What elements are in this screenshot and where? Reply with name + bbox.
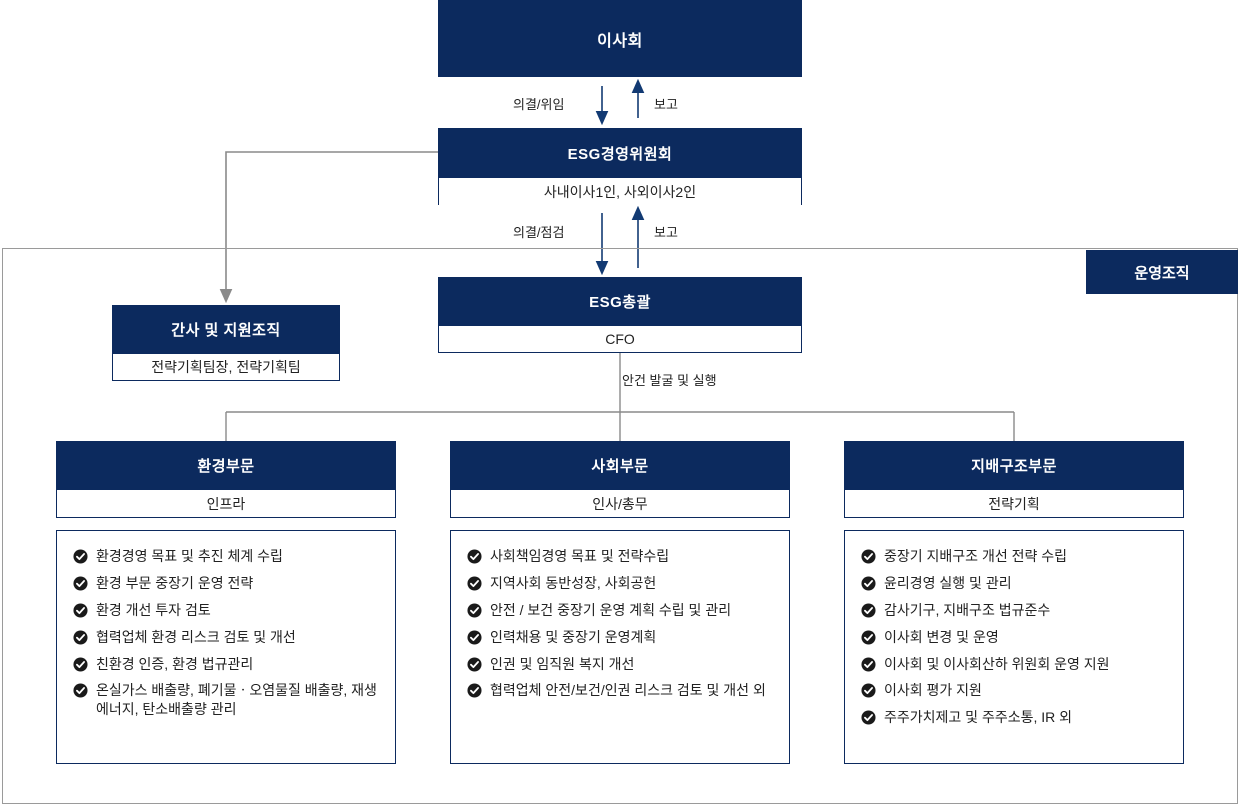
list-item-label: 윤리경영 실행 및 관리 xyxy=(884,574,1012,591)
support-title: 간사 및 지원조직 xyxy=(113,306,339,353)
list-item: 사회책임경영 목표 및 전략수립 xyxy=(467,547,775,566)
check-circle-icon xyxy=(861,630,876,645)
list-item: 환경경영 목표 및 추진 체계 수립 xyxy=(73,547,381,566)
list-item-label: 중장기 지배구조 개선 전략 수립 xyxy=(884,548,1067,564)
list-item-label: 이사회 평가 지원 xyxy=(884,682,982,699)
list-item-label: 협력업체 환경 리스크 검토 및 개선 xyxy=(96,628,296,645)
list-item: 환경 부문 중장기 운영 전략 xyxy=(73,574,381,593)
check-circle-icon xyxy=(467,576,482,591)
check-circle-icon xyxy=(73,630,88,645)
list-item: 친환경 인증, 환경 법규관리 xyxy=(73,655,381,674)
check-circle-icon xyxy=(861,683,876,698)
list-item-label: 환경 부문 중장기 운영 전략 xyxy=(96,574,254,591)
pillar-social-subtitle: 인사/총무 xyxy=(451,489,789,517)
check-circle-icon xyxy=(73,603,88,618)
check-circle-icon xyxy=(861,603,876,618)
check-circle-icon xyxy=(861,710,876,725)
pillar-social-title: 사회부문 xyxy=(451,442,789,489)
list-item-label: 인력채용 및 중장기 운영계획 xyxy=(490,628,657,645)
list-item: 환경 개선 투자 검토 xyxy=(73,601,381,620)
node-board-of-directors: 이사회 xyxy=(438,0,802,77)
list-item: 온실가스 배출량, 폐기물ㆍ오염물질 배출량, 재생에너지, 탄소배출량 관리 xyxy=(73,681,381,719)
check-circle-icon xyxy=(861,576,876,591)
edge-label-board-down: 의결/위임 xyxy=(513,97,565,112)
check-circle-icon xyxy=(861,549,876,564)
pillar-environment-title: 환경부문 xyxy=(57,442,395,489)
list-item: 윤리경영 실행 및 관리 xyxy=(861,574,1169,593)
list-item-label: 환경 개선 투자 검토 xyxy=(96,601,211,618)
esg-chief-title: ESG총괄 xyxy=(439,278,801,325)
check-circle-icon xyxy=(73,683,88,698)
list-item-label: 이사회 변경 및 운영 xyxy=(884,628,999,645)
list-item: 협력업체 환경 리스크 검토 및 개선 xyxy=(73,628,381,647)
node-pillar-social: 사회부문 인사/총무 xyxy=(450,441,790,518)
pillar-environment-subtitle: 인프라 xyxy=(57,489,395,517)
node-esg-committee: ESG경영위원회 사내이사1인, 사외이사2인 xyxy=(438,128,802,205)
check-circle-icon xyxy=(467,683,482,698)
check-circle-icon xyxy=(467,603,482,618)
operating-organization-frame xyxy=(2,248,1238,804)
board-title: 이사회 xyxy=(438,0,802,77)
list-item: 안전 / 보건 중장기 운영 계획 수립 및 관리 xyxy=(467,601,775,620)
list-item: 협력업체 안전/보건/인권 리스크 검토 및 개선 외 xyxy=(467,681,775,700)
edge-label-committee-down: 의결/점검 xyxy=(513,225,565,240)
esg-chief-subtitle: CFO xyxy=(439,325,801,352)
list-item-label: 주주가치제고 및 주주소통, IR 외 xyxy=(884,709,1073,726)
list-item: 이사회 및 이사회산하 위원회 운영 지원 xyxy=(861,655,1169,674)
check-circle-icon xyxy=(467,630,482,645)
pillar-governance-subtitle: 전략기획 xyxy=(845,489,1183,517)
operating-organization-label: 운영조직 xyxy=(1086,250,1238,294)
list-item: 이사회 평가 지원 xyxy=(861,681,1169,700)
list-item-label: 인권 및 임직원 복지 개선 xyxy=(490,655,635,672)
list-item: 감사기구, 지배구조 법규준수 xyxy=(861,601,1169,620)
pillar-governance-title: 지배구조부문 xyxy=(845,442,1183,489)
list-item-label: 온실가스 배출량, 폐기물ㆍ오염물질 배출량, 재생에너지, 탄소배출량 관리 xyxy=(96,682,377,718)
list-item-label: 사회책임경영 목표 및 전략수립 xyxy=(490,548,670,564)
list-item: 이사회 변경 및 운영 xyxy=(861,628,1169,647)
check-circle-icon xyxy=(861,657,876,672)
list-item-label: 환경경영 목표 및 추진 체계 수립 xyxy=(96,548,283,564)
list-item: 지역사회 동반성장, 사회공헌 xyxy=(467,574,775,593)
node-pillar-environment: 환경부문 인프라 xyxy=(56,441,396,518)
list-item-label: 이사회 및 이사회산하 위원회 운영 지원 xyxy=(884,655,1110,672)
check-circle-icon xyxy=(73,657,88,672)
edge-label-chief-down: 안건 발굴 및 실행 xyxy=(622,373,717,388)
list-item: 주주가치제고 및 주주소통, IR 외 xyxy=(861,708,1169,727)
list-item: 중장기 지배구조 개선 전략 수립 xyxy=(861,547,1169,566)
node-pillar-governance: 지배구조부문 전략기획 xyxy=(844,441,1184,518)
node-esg-chief: ESG총괄 CFO xyxy=(438,277,802,353)
support-subtitle: 전략기획팀장, 전략기획팀 xyxy=(113,353,339,380)
esg-committee-subtitle: 사내이사1인, 사외이사2인 xyxy=(439,177,801,205)
esg-committee-title: ESG경영위원회 xyxy=(439,129,801,177)
list-item-label: 안전 / 보건 중장기 운영 계획 수립 및 관리 xyxy=(490,601,732,618)
edge-label-board-up: 보고 xyxy=(654,97,678,112)
node-support-organization: 간사 및 지원조직 전략기획팀장, 전략기획팀 xyxy=(112,305,340,381)
edge-label-committee-up: 보고 xyxy=(654,225,678,240)
list-item-label: 감사기구, 지배구조 법규준수 xyxy=(884,601,1051,618)
list-item-label: 친환경 인증, 환경 법규관리 xyxy=(96,655,254,672)
check-circle-icon xyxy=(73,576,88,591)
check-circle-icon xyxy=(73,549,88,564)
list-item: 인권 및 임직원 복지 개선 xyxy=(467,655,775,674)
list-item: 인력채용 및 중장기 운영계획 xyxy=(467,628,775,647)
list-item-label: 협력업체 안전/보건/인권 리스크 검토 및 개선 외 xyxy=(490,682,766,699)
check-circle-icon xyxy=(467,657,482,672)
list-item-label: 지역사회 동반성장, 사회공헌 xyxy=(490,574,657,591)
check-circle-icon xyxy=(467,549,482,564)
